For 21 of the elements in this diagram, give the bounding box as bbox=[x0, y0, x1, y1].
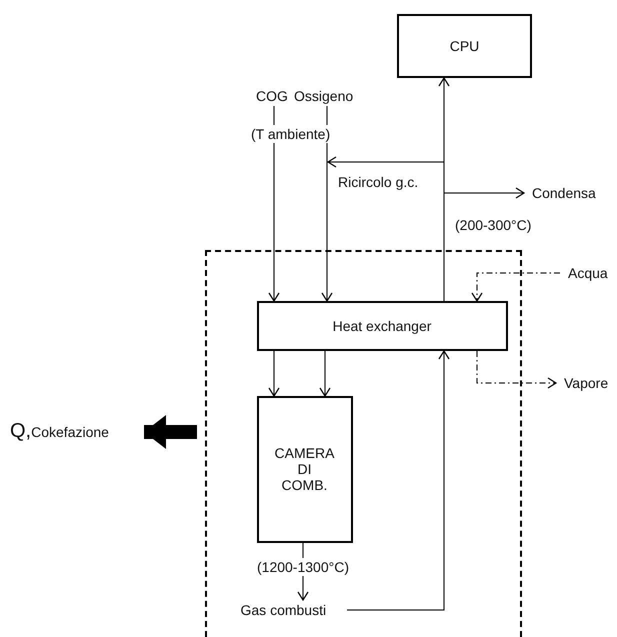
flow-arrow bbox=[321, 106, 333, 302]
stream-label: Gas combusti bbox=[240, 600, 326, 620]
stream-label: Vapore bbox=[556, 373, 608, 393]
flow-arrow bbox=[268, 106, 280, 302]
flow-arrow bbox=[444, 187, 525, 302]
flow-arrow bbox=[268, 350, 280, 397]
edge-label: (1200-1300°C) bbox=[256, 558, 350, 576]
heat-flow-arrow bbox=[144, 415, 197, 449]
process-box: CAMERA DI COMB. bbox=[256, 396, 352, 542]
flow-arrow bbox=[319, 350, 331, 397]
stream-label: Condensa bbox=[524, 183, 596, 203]
note-label: (T ambiente) bbox=[250, 125, 332, 143]
process-box: Heat exchanger bbox=[256, 300, 508, 350]
stream-label: Ossigeno bbox=[294, 86, 354, 106]
stream-label: Acqua bbox=[560, 263, 608, 283]
flow-arrow bbox=[476, 350, 557, 389]
flow-arrow bbox=[471, 272, 560, 302]
system-boundary bbox=[205, 250, 522, 637]
flow-arrow bbox=[346, 350, 450, 610]
stream-label: COG bbox=[256, 86, 288, 106]
process-box: CPU bbox=[397, 14, 532, 78]
